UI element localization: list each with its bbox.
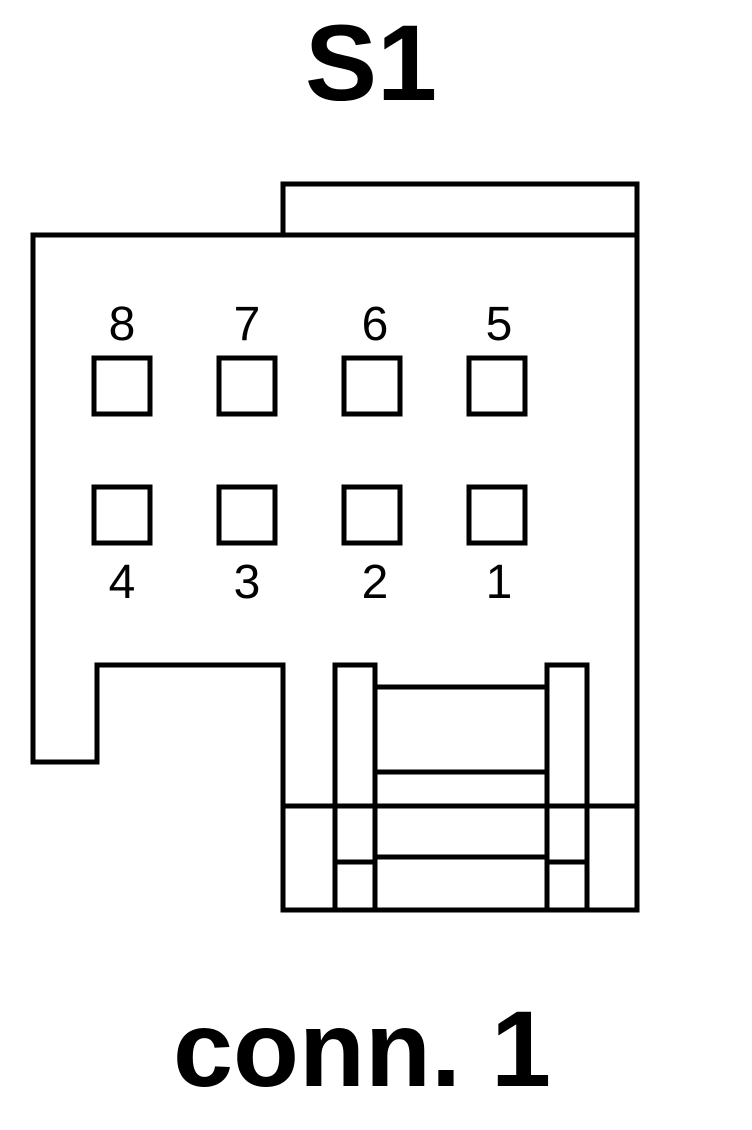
pin-label-2: 2 [362, 556, 389, 609]
pin-socket-6 [341, 355, 403, 417]
pin-label-1: 1 [486, 556, 513, 609]
connector-housing [30, 232, 640, 913]
pin-label-6: 6 [362, 298, 389, 351]
pin-label-7: 7 [234, 298, 261, 351]
pin-socket-5 [466, 355, 528, 417]
pin-socket-3 [216, 484, 278, 546]
lock-right-rail [544, 662, 590, 913]
pin-socket-2 [341, 484, 403, 546]
pin-label-8: 8 [109, 298, 136, 351]
pin-socket-4 [91, 484, 153, 546]
pin-socket-7 [216, 355, 278, 417]
pin-label-4: 4 [109, 556, 136, 609]
pin-label-3: 3 [234, 556, 261, 609]
connector-caption: conn. 1 [173, 988, 551, 1109]
lock-left-rail [332, 662, 378, 913]
pin-socket-8 [91, 355, 153, 417]
diagram-title: S1 [305, 2, 437, 123]
pin-label-5: 5 [486, 298, 513, 351]
connector-latch-tab [280, 181, 640, 238]
locking-mechanism [283, 662, 637, 913]
pin-socket-1 [466, 484, 528, 546]
